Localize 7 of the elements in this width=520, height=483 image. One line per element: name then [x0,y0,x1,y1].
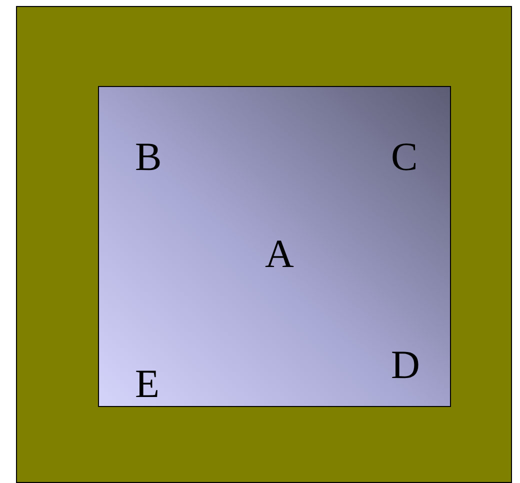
letter-label: A [265,234,294,274]
outer-square [16,6,512,483]
letter-label: D [391,345,420,385]
inner-square [98,86,451,407]
letter-label: C [391,137,418,177]
letter-label: B [135,137,162,177]
letter-label: E [135,364,160,404]
